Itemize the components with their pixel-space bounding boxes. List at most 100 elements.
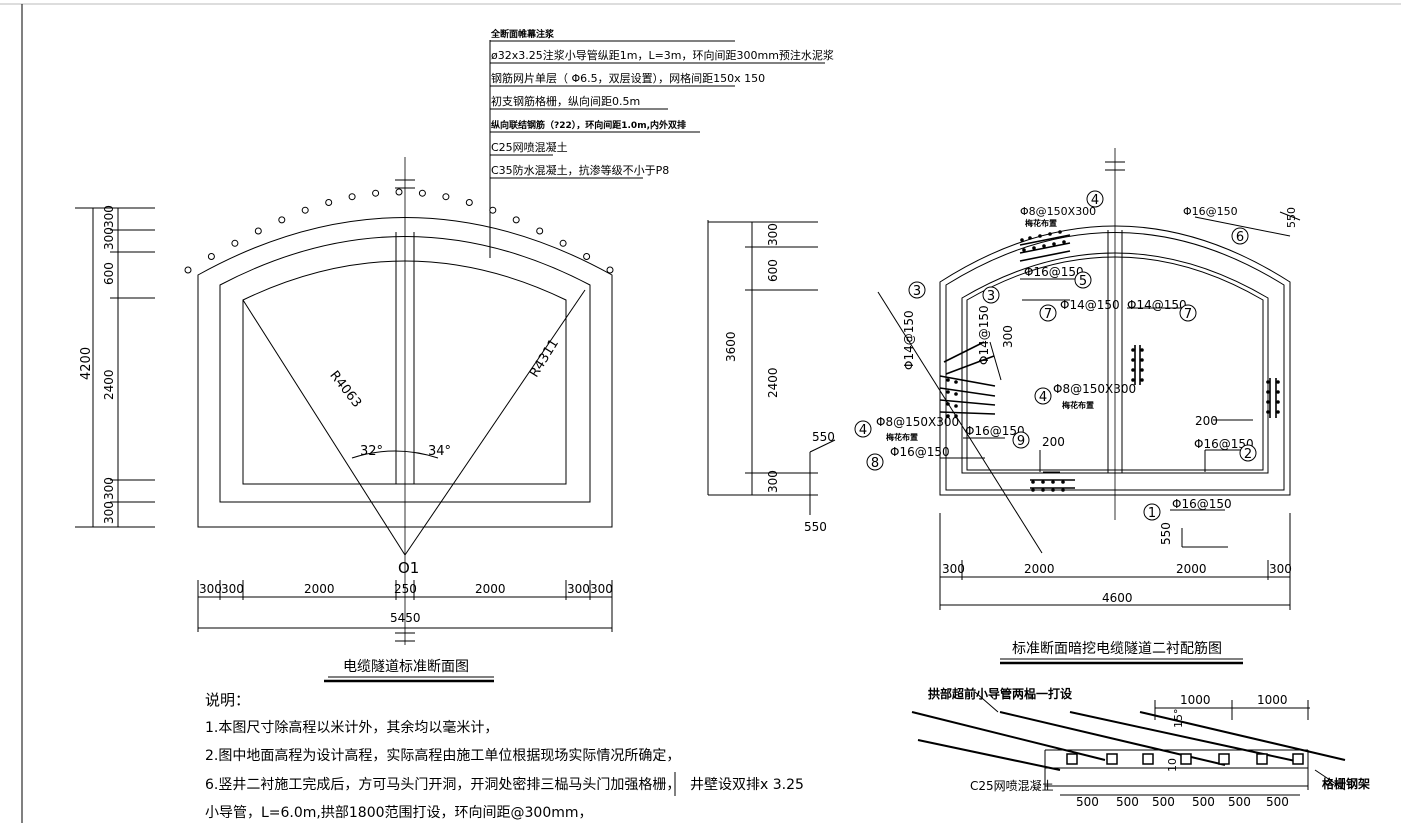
- rebar-dot: [946, 414, 950, 418]
- grout-pipe-circle: [207, 253, 215, 260]
- label-rebar-4: Φ8@150X300: [1020, 205, 1096, 218]
- rebar-dot: [1140, 378, 1144, 382]
- rebar-hatches: [939, 234, 1277, 489]
- grout-pipe-circle: [278, 216, 286, 224]
- dim-rs-w300b: 300: [1269, 562, 1292, 576]
- callout-2: [1239, 444, 1257, 462]
- rebar-dots: [946, 230, 1280, 492]
- rebar-dot: [1048, 232, 1052, 236]
- rebar-dot: [1266, 380, 1270, 384]
- rebar-dot: [1266, 390, 1270, 394]
- rebar-dot: [1131, 358, 1135, 362]
- dim-550-bottom: 550: [1159, 522, 1173, 545]
- radius-left-label: R4063: [326, 368, 364, 410]
- frame-box: [1066, 753, 1078, 765]
- label-pipe: 拱部超前小导管两榀一打设: [928, 686, 1073, 701]
- rebar-dot: [1031, 488, 1035, 492]
- rebar-dot: [1038, 234, 1042, 238]
- dim-angle: 15°: [1172, 709, 1185, 729]
- callout-8: [866, 453, 884, 471]
- callout-3a: [908, 281, 926, 299]
- rebar-dot: [954, 404, 958, 408]
- rebar-dot: [1042, 244, 1046, 248]
- left-section-drawing: [75, 157, 613, 645]
- frame-box: [1218, 753, 1230, 765]
- label-rebar-4c: Φ8@150X300: [876, 415, 959, 429]
- dim-rebar-6: 550: [1285, 207, 1298, 228]
- rebar-dot: [1061, 480, 1065, 484]
- outer-lining-right: [939, 225, 1291, 496]
- callout-circles: [854, 190, 1257, 521]
- callout-1-num: 1: [1148, 506, 1156, 521]
- grout-pipe-circle: [512, 216, 520, 224]
- dim-h-300b: 300: [102, 227, 116, 250]
- left-section-title: 电缆隧道标准断面图: [343, 659, 469, 675]
- dim-300: 300: [1001, 325, 1015, 348]
- rebar-dot: [1041, 488, 1045, 492]
- callout-7a: [1039, 304, 1057, 322]
- dim-200a: 200: [1042, 435, 1065, 449]
- grout-pipe-circle: [254, 227, 262, 235]
- dim-550-left: 550: [812, 430, 835, 444]
- grout-pipe-circle: [184, 266, 192, 274]
- grout-pipe-circle: [442, 193, 450, 201]
- dim-w-2000b: 2000: [475, 582, 506, 596]
- grout-pipe-circle: [418, 189, 426, 197]
- rebar-dot: [1131, 348, 1135, 352]
- notes-heading: 说明：: [205, 691, 250, 709]
- layer-note-2: ø32x3.25注浆小导管纵距1m，L=3m，环向间距300mm预注水泥浆: [491, 48, 834, 62]
- frame-box: [1180, 753, 1192, 765]
- note-3: 6.竖井二衬施工完成后，方可马头门开洞，开洞处密排三榀马头门加强格栅，: [205, 776, 680, 793]
- center-label: O1: [398, 559, 419, 577]
- dim-550-left2: 550: [804, 520, 827, 534]
- rebar-dot: [1058, 230, 1062, 234]
- label-rebar-4-sub: 梅花布置: [1025, 218, 1057, 228]
- callout-4-top: [1086, 190, 1104, 208]
- callout-5: [1074, 271, 1092, 289]
- callout-7a-num: 7: [1044, 307, 1052, 322]
- grout-pipe-circle: [536, 227, 544, 235]
- rebar-dot: [1031, 480, 1035, 484]
- dim-rs-w2000b: 2000: [1176, 562, 1207, 576]
- callout-9: [1012, 431, 1030, 449]
- layer-note-3: 钢筋网片单层（ Φ6.5，双层设置），网格间距150x 150: [491, 71, 765, 85]
- dim-500e: 500: [1228, 795, 1251, 809]
- rebar-dot: [1276, 410, 1280, 414]
- callout-4-top-num: 4: [1091, 193, 1099, 208]
- dim-rs-300a: 300: [766, 223, 780, 246]
- frame-boxes: [1066, 753, 1304, 765]
- label-rebar-7a: Φ14@150: [1060, 298, 1120, 312]
- dim-w-250: 250: [394, 582, 417, 596]
- rebar-dot: [1028, 236, 1032, 240]
- rebar-dot: [1032, 246, 1036, 250]
- dim-1000b: 1000: [1257, 693, 1288, 707]
- rebar-dot: [954, 392, 958, 396]
- callout-7b: [1179, 304, 1197, 322]
- dim-rs-600: 600: [766, 259, 780, 282]
- grout-pipe-circle: [395, 188, 403, 196]
- dim-rs-w2000a: 2000: [1024, 562, 1055, 576]
- grout-pipe-circle: [348, 193, 356, 201]
- rebar-dot: [1140, 368, 1144, 372]
- callout-7b-num: 7: [1184, 307, 1192, 322]
- rebar-dot: [1276, 380, 1280, 384]
- layer-note-7: C35防水混凝土，抗渗等级不小于P8: [491, 163, 669, 177]
- callout-3b-num: 3: [987, 289, 995, 304]
- rebar-dot: [1266, 410, 1270, 414]
- dim-w-300b: 300: [221, 582, 244, 596]
- layer-note-1: 全断面帷幕注浆: [490, 28, 555, 40]
- layer-note-5: 纵向联结钢筋（?22），环向间距1.0m,内外双排: [491, 119, 686, 131]
- dim-500a: 500: [1076, 795, 1099, 809]
- grout-pipe-circle: [559, 239, 567, 247]
- rebar-dot: [1266, 400, 1270, 404]
- rebar-dot: [1020, 238, 1024, 242]
- callout-6-num: 6: [1236, 230, 1244, 245]
- label-rebar-1: Φ16@150: [1172, 497, 1232, 511]
- rebar-dot: [1062, 240, 1066, 244]
- rebar-dot: [954, 380, 958, 384]
- label-rebar-6: Φ16@150: [1183, 205, 1238, 218]
- dim-rs-total: 3600: [724, 331, 738, 362]
- layer-note-6: C25网喷混凝土: [491, 140, 568, 154]
- grout-pipe-circle: [325, 199, 333, 206]
